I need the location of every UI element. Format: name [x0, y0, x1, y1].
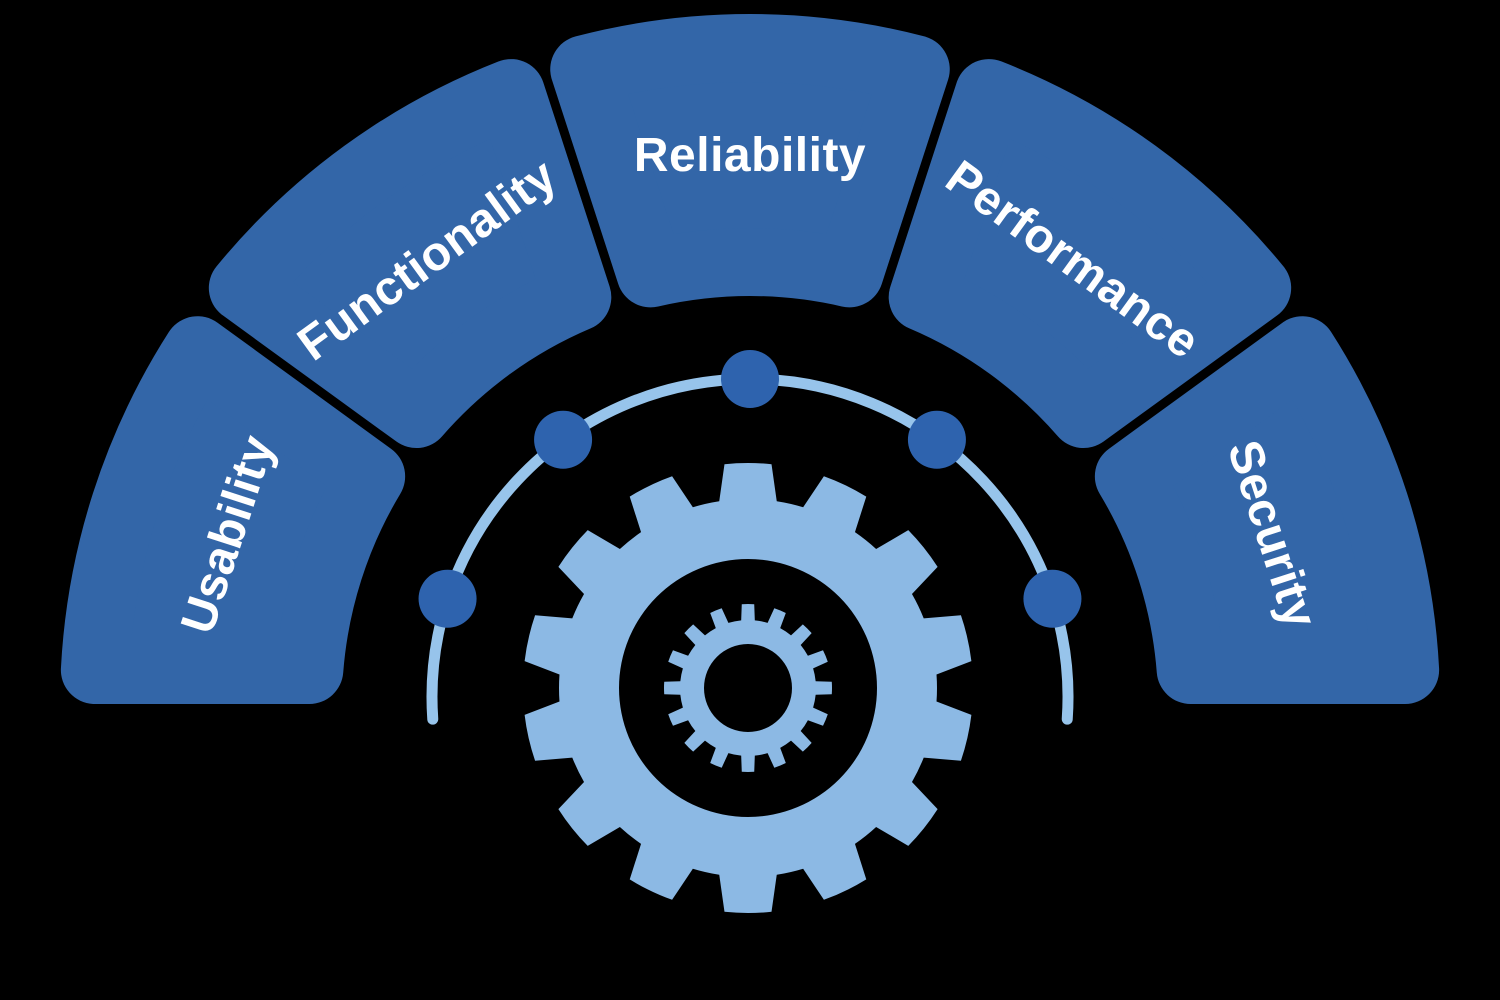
arc-dot: [1023, 569, 1082, 628]
arc-dot: [721, 350, 779, 408]
outer-gear: [524, 462, 972, 914]
segment-security: [1094, 316, 1440, 704]
arc-dot: [907, 410, 966, 469]
segment-usability: [60, 316, 406, 704]
segment-reliability: [550, 14, 950, 308]
segment-performance: [888, 59, 1292, 449]
arc-dot: [418, 569, 477, 628]
connector-arc: [418, 350, 1082, 725]
segment-label-reliability: Reliability: [634, 129, 866, 182]
gear-icon: [524, 462, 972, 914]
arc-dot: [534, 410, 593, 469]
inner-gear: [663, 603, 833, 773]
segment-functionality: [208, 59, 612, 449]
